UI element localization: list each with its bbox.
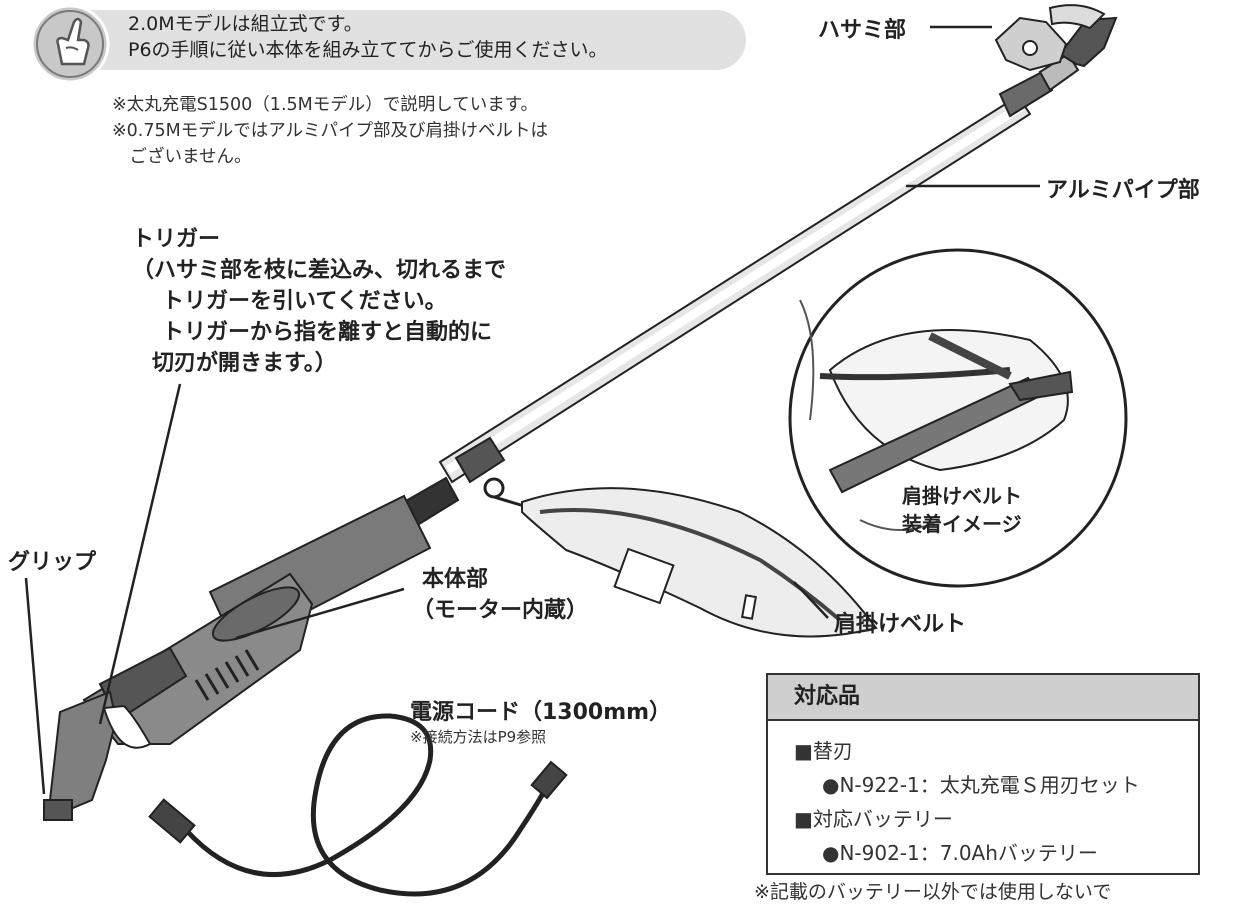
belt-image-label-1: 肩掛けベルト	[902, 484, 1022, 508]
main-body-drawing	[43, 494, 432, 821]
battery-heading: ■対応バッテリー	[794, 807, 953, 831]
trigger-title: トリガー	[132, 227, 221, 252]
shoulder-belt-drawing	[493, 487, 878, 638]
notice-line-2: P6の手順に従い本体を組み立ててからご使用ください。	[128, 39, 608, 61]
blade-heading: ■替刃	[794, 739, 853, 763]
belt-image-inset	[788, 248, 1128, 588]
body-label: 本体部 （モーター内蔵）	[412, 564, 588, 626]
notice-text: 2.0Mモデルは組立式です。 P6の手順に従い本体を組み立ててからご使用ください…	[128, 11, 608, 63]
scissors-head-drawing	[994, 4, 1118, 118]
cord-note: ※接続方法はP9参照	[410, 728, 547, 746]
note-line-3: ございません。	[112, 147, 252, 167]
aluminum-pipe-drawing	[438, 94, 1032, 484]
pipe-joint-drawing	[402, 436, 506, 528]
notice-banner	[70, 10, 746, 70]
trigger-desc-2: トリガーを引いてください。	[162, 289, 447, 314]
belt-image-label: 肩掛けベルト 装着イメージ	[902, 482, 1022, 538]
belt-image-label-2: 装着イメージ	[902, 512, 1022, 536]
battery-footnote: ※記載のバッテリー以外では使用しないで	[754, 880, 1111, 904]
notice-line-1: 2.0Mモデルは組立式です。	[128, 13, 363, 35]
body-label-2: （モーター内蔵）	[412, 598, 589, 623]
trigger-desc-4: 切刃が開きます。）	[152, 351, 337, 376]
blade-item: ●N-922-1：太丸充電Ｓ用刃セット	[822, 773, 1140, 797]
power-cord-drawing	[148, 713, 568, 897]
note-line-2: ※0.75Mモデルではアルミパイプ部及び肩掛けベルトは	[112, 121, 549, 141]
compatible-products-box: 対応品 ■替刃 ●N-922-1：太丸充電Ｓ用刃セット ■対応バッテリー ●N-…	[766, 673, 1200, 875]
leader-lines	[24, 25, 1040, 795]
trigger-desc-3: トリガーから指を離すと自動的に	[162, 320, 493, 345]
pointing-hand-icon	[30, 4, 110, 84]
scissors-label: ハサミ部	[818, 18, 907, 43]
note-line-1: ※太丸充電S1500（1.5Mモデル）で説明しています。	[112, 95, 538, 115]
body-label-1: 本体部	[422, 567, 489, 592]
trigger-desc-1: （ハサミ部を枝に差込み、切れるまで	[132, 258, 507, 283]
trigger-label: トリガー （ハサミ部を枝に差込み、切れるまで トリガーを引いてください。 トリガ…	[132, 224, 506, 379]
compatible-products-title: 対応品	[768, 675, 1198, 721]
pipe-label: アルミパイプ部	[1046, 178, 1200, 203]
belt-label: 肩掛けベルト	[834, 612, 967, 637]
footnote-line-1: ※記載のバッテリー以外では使用しないで	[754, 881, 1112, 903]
battery-item: ●N-902-1：7.0Ahバッテリー	[822, 841, 1098, 865]
cord-label: 電源コード（1300mm）	[410, 700, 672, 725]
grip-label: グリップ	[8, 550, 97, 575]
